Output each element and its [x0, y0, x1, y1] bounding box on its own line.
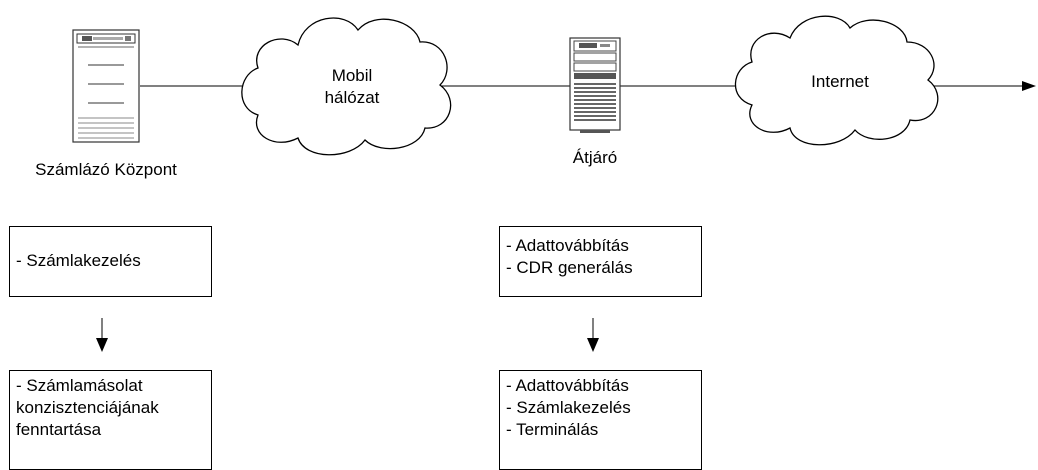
internet-label: Internet	[811, 72, 869, 91]
billing-before-box: - Számlakezelés	[9, 226, 212, 297]
down-arrow-gateway	[587, 318, 599, 352]
down-arrow-billing	[96, 318, 108, 352]
box-line: - Számlakezelés	[16, 251, 141, 270]
box-line: - Adattovábbítás	[506, 376, 629, 395]
mobile-network-label-line2: hálózat	[324, 88, 380, 107]
box-line: - Terminálás	[506, 420, 599, 439]
mobile-network-label-line1: Mobil	[331, 66, 373, 85]
internet-cloud	[734, 15, 939, 146]
billing-center-label: Számlázó Központ	[35, 160, 177, 179]
box-line: fenntartása	[16, 420, 102, 439]
box-line: - Számlakezelés	[506, 398, 631, 417]
gateway-after-box: - Adattovábbítás - Számlakezelés - Termi…	[499, 370, 702, 470]
box-line: - CDR generálás	[506, 258, 633, 277]
box-line: - Számlamásolat	[16, 376, 143, 395]
gateway-before-box: - Adattovábbítás - CDR generálás	[499, 226, 702, 297]
box-line: konzisztenciájának	[16, 398, 159, 417]
billing-after-box: - Számlamásolat konzisztenciájának fennt…	[9, 370, 212, 470]
box-line: - Adattovábbítás	[506, 236, 629, 255]
arrowhead-right	[1022, 81, 1036, 91]
mobile-network-cloud	[241, 17, 452, 156]
gateway-server-icon	[569, 37, 621, 133]
gateway-label: Átjáró	[572, 148, 618, 167]
billing-server-icon	[72, 29, 140, 143]
